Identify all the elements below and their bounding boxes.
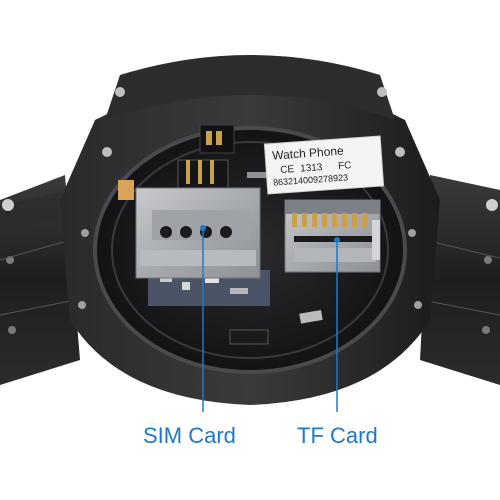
screw-icon — [102, 147, 112, 157]
screw-icon — [377, 87, 387, 97]
tf-card-slot — [284, 199, 381, 273]
screw-icon — [414, 301, 422, 309]
sticker-title: Watch Phone — [272, 144, 345, 163]
imei-sticker: Watch Phone CE 1313 FC 863214009278923 — [263, 135, 385, 195]
ce-mark: CE — [280, 164, 295, 176]
screw-icon — [78, 301, 86, 309]
screw-icon — [81, 229, 89, 237]
sim-card-slot — [135, 187, 261, 279]
screw-icon — [408, 229, 416, 237]
left-band — [0, 175, 80, 385]
battery-connector — [177, 124, 235, 189]
screw-icon — [115, 87, 125, 97]
sim-callout-line — [200, 225, 206, 412]
fc-mark: FC — [338, 160, 352, 172]
tf-callout-line — [334, 237, 340, 412]
right-band — [420, 175, 500, 385]
tf-card-label: TF Card — [297, 423, 378, 448]
sim-card-label: SIM Card — [143, 423, 236, 448]
screw-icon — [395, 147, 405, 157]
ce-number: 1313 — [300, 162, 323, 175]
